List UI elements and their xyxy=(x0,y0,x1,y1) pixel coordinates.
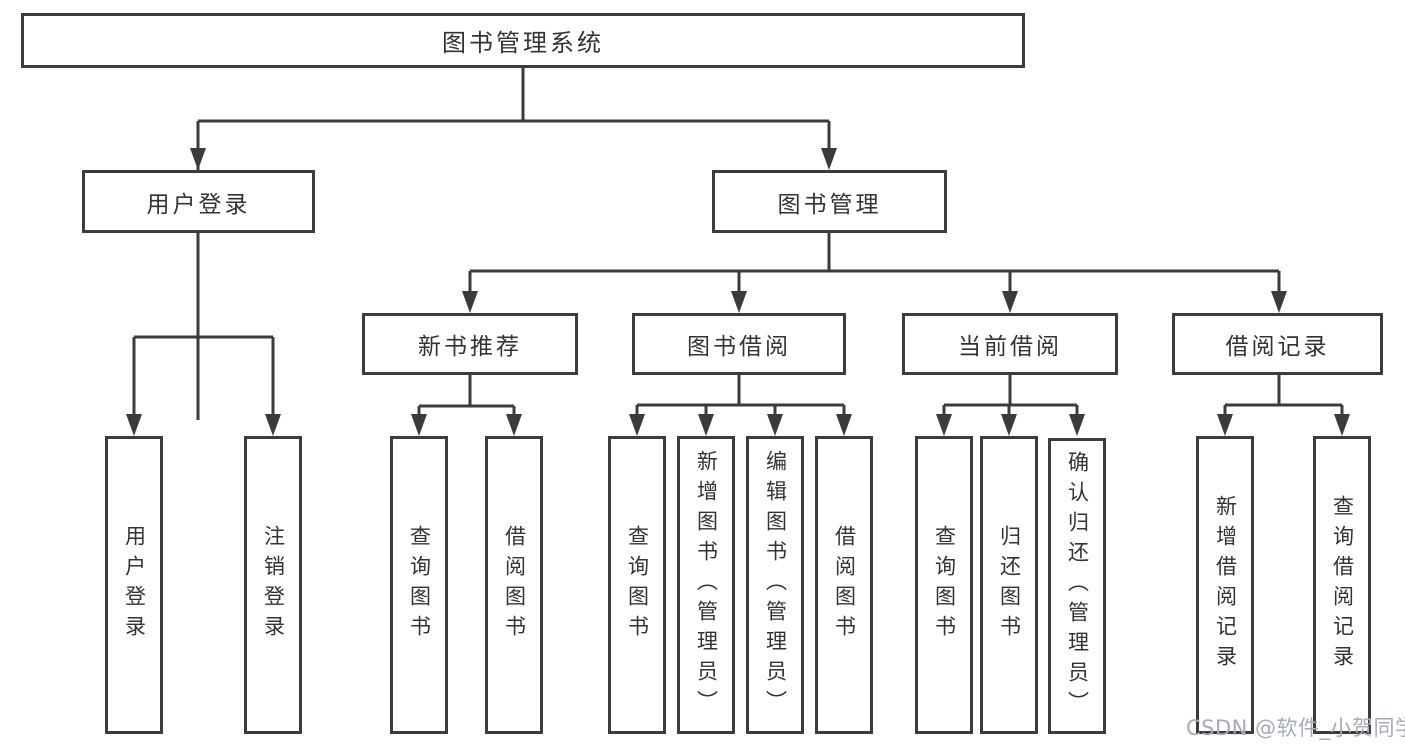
leaf-label: 借阅图书 xyxy=(502,525,527,645)
leaf-borrow-books-recommend: 借阅图书 xyxy=(485,436,543,734)
leaf-logout: 注销登录 xyxy=(244,436,302,734)
leaf-add-book-admin: 新增图书（管理员） xyxy=(677,436,735,734)
leaf-label: 查询借阅记录 xyxy=(1330,495,1355,675)
leaf-label: 用户登录 xyxy=(122,525,147,645)
leaf-edit-book-admin: 编辑图书（管理员） xyxy=(746,436,804,734)
leaf-label: 借阅图书 xyxy=(832,525,857,645)
node-root-library-system: 图书管理系统 xyxy=(21,13,1025,68)
leaf-query-books-recommend: 查询图书 xyxy=(390,436,448,734)
leaf-user-login: 用户登录 xyxy=(105,436,163,734)
node-borrowing-records: 借阅记录 xyxy=(1172,313,1383,375)
connector-user-login-group xyxy=(132,233,275,420)
leaf-add-borrow-record: 新增借阅记录 xyxy=(1196,436,1254,734)
leaf-return-books: 归还图书 xyxy=(980,436,1038,734)
node-book-management: 图书管理 xyxy=(712,170,947,233)
leaf-query-books-current: 查询图书 xyxy=(915,436,973,734)
connector-new-book-group xyxy=(417,375,516,420)
arrowheads xyxy=(126,148,1350,436)
node-book-borrowing: 图书借阅 xyxy=(632,313,846,375)
node-user-login: 用户登录 xyxy=(82,170,315,233)
leaf-label: 查询图书 xyxy=(407,525,432,645)
connector-book-mgmt-group xyxy=(468,233,1281,297)
leaf-label: 新增借阅记录 xyxy=(1213,495,1238,675)
leaf-label: 注销登录 xyxy=(261,525,286,645)
leaf-query-borrow-record: 查询借阅记录 xyxy=(1313,436,1371,734)
node-new-book-recommendation: 新书推荐 xyxy=(362,313,578,375)
node-current-borrowing: 当前借阅 xyxy=(902,313,1118,375)
leaf-confirm-return-admin: 确认归还（管理员） xyxy=(1048,438,1106,734)
leaf-label: 编辑图书（管理员） xyxy=(763,450,788,720)
leaf-label: 归还图书 xyxy=(997,525,1022,645)
leaf-query-books-borrow: 查询图书 xyxy=(608,436,666,734)
leaf-label: 新增图书（管理员） xyxy=(694,450,719,720)
connector-borrow-record-group xyxy=(1223,375,1344,420)
leaf-label: 查询图书 xyxy=(625,525,650,645)
leaf-label: 确认归还（管理员） xyxy=(1065,451,1090,721)
connector-book-borrow-group xyxy=(635,375,846,420)
csdn-watermark: CSDN @软件_小贺同学 xyxy=(1186,716,1405,740)
connector-current-borrow-group xyxy=(942,375,1079,420)
leaf-label: 查询图书 xyxy=(932,525,957,645)
leaf-borrow-books: 借阅图书 xyxy=(815,436,873,734)
